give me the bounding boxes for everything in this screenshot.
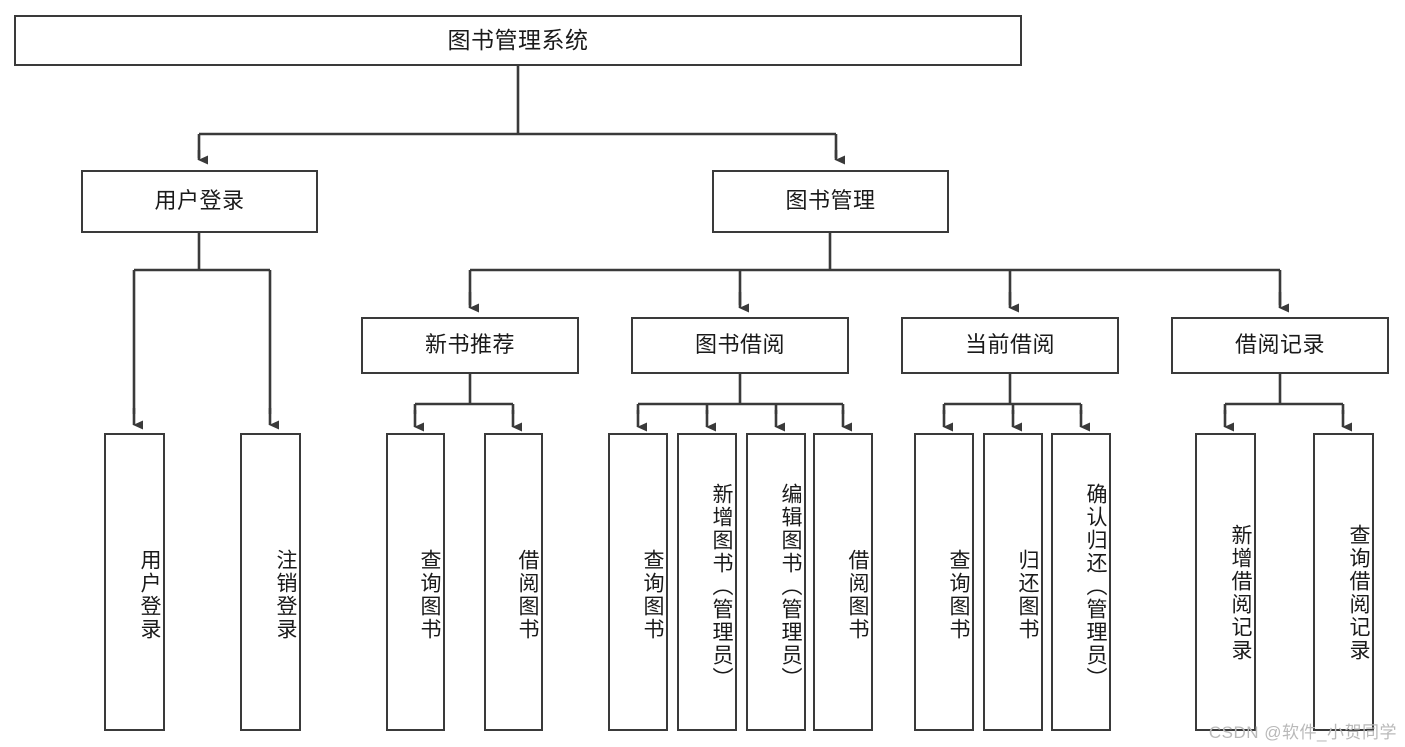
node-leaf-confirm-return[interactable]: 确认归还（管理员） xyxy=(1051,433,1111,731)
node-leaf-add-record-label: 新增借阅记录 xyxy=(1229,524,1252,662)
node-leaf-return-book[interactable]: 归还图书 xyxy=(983,433,1043,731)
node-root-label: 图书管理系统 xyxy=(447,26,589,53)
node-leaf-logout-login[interactable]: 注销登录 xyxy=(240,433,301,731)
node-leaf-return-book-label: 归还图书 xyxy=(1016,549,1039,641)
node-new-book-recommend-label: 新书推荐 xyxy=(424,332,515,358)
node-new-book-recommend[interactable]: 新书推荐 xyxy=(361,317,579,374)
node-leaf-borrow-book-2-label: 借阅图书 xyxy=(846,549,869,641)
node-leaf-query-book-2-label: 查询图书 xyxy=(641,549,664,641)
node-borrow-record-label: 借阅记录 xyxy=(1234,332,1325,358)
node-root[interactable]: 图书管理系统 xyxy=(14,15,1022,66)
node-leaf-query-book-3-label: 查询图书 xyxy=(947,549,970,641)
node-leaf-query-book-2[interactable]: 查询图书 xyxy=(608,433,668,731)
node-leaf-borrow-book-1[interactable]: 借阅图书 xyxy=(484,433,543,731)
node-borrow-record[interactable]: 借阅记录 xyxy=(1171,317,1389,374)
node-leaf-query-record[interactable]: 查询借阅记录 xyxy=(1313,433,1374,731)
node-leaf-edit-book[interactable]: 编辑图书（管理员） xyxy=(746,433,806,731)
node-book-borrow-label: 图书借阅 xyxy=(694,332,785,358)
node-leaf-user-login[interactable]: 用户登录 xyxy=(104,433,165,731)
node-leaf-borrow-book-1-label: 借阅图书 xyxy=(516,549,539,641)
node-leaf-query-book-3[interactable]: 查询图书 xyxy=(914,433,974,731)
node-user-login-label: 用户登录 xyxy=(154,188,245,214)
node-book-manage-label: 图书管理 xyxy=(785,188,876,214)
node-leaf-user-login-label: 用户登录 xyxy=(138,549,161,641)
node-current-borrow[interactable]: 当前借阅 xyxy=(901,317,1119,374)
node-current-borrow-label: 当前借阅 xyxy=(964,332,1055,358)
node-leaf-query-book-1-label: 查询图书 xyxy=(418,549,441,641)
node-leaf-query-book-1[interactable]: 查询图书 xyxy=(386,433,445,731)
node-leaf-edit-book-label: 编辑图书（管理员） xyxy=(779,482,802,690)
node-leaf-add-book-label: 新增图书（管理员） xyxy=(710,482,733,690)
node-leaf-add-book[interactable]: 新增图书（管理员） xyxy=(677,433,737,731)
node-book-manage[interactable]: 图书管理 xyxy=(712,170,949,233)
node-leaf-logout-login-label: 注销登录 xyxy=(274,549,297,641)
node-user-login[interactable]: 用户登录 xyxy=(81,170,318,233)
node-leaf-query-record-label: 查询借阅记录 xyxy=(1347,524,1370,662)
csdn-watermark: CSDN @软件_小贺同学 xyxy=(1208,723,1397,742)
node-leaf-borrow-book-2[interactable]: 借阅图书 xyxy=(813,433,873,731)
node-leaf-add-record[interactable]: 新增借阅记录 xyxy=(1195,433,1256,731)
node-book-borrow[interactable]: 图书借阅 xyxy=(631,317,849,374)
node-leaf-confirm-return-label: 确认归还（管理员） xyxy=(1084,482,1107,690)
